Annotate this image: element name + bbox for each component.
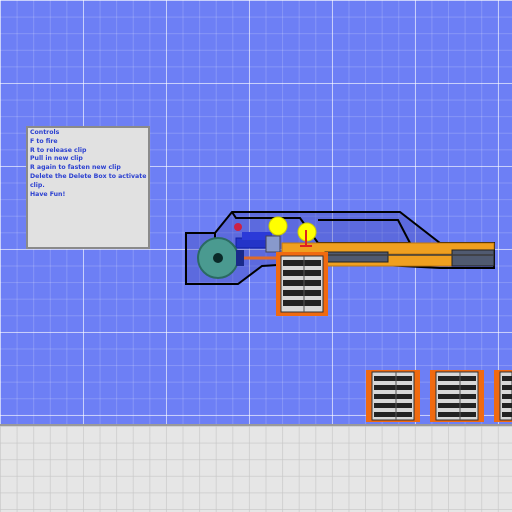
motor-wheel[interactable] — [197, 237, 244, 279]
controls-line: Pull in new clip — [30, 155, 83, 163]
ground-floor — [0, 424, 512, 512]
loaded-magazine[interactable] — [276, 252, 328, 316]
controls-line: Delete the Delete Box to activate — [30, 172, 147, 180]
controls-text-panel[interactable]: Controls F to fire R to release clip Pul… — [26, 126, 150, 249]
indicator-bulb[interactable] — [268, 216, 288, 236]
spare-magazine[interactable] — [494, 368, 512, 424]
pivot-joint[interactable] — [234, 223, 242, 231]
spare-magazine[interactable] — [366, 368, 422, 424]
spare-magazine[interactable] — [430, 368, 486, 424]
controls-line: F to fire — [30, 137, 58, 145]
controls-line: clip. — [30, 181, 45, 189]
controls-line: R to release clip — [30, 146, 87, 154]
controls-line: Controls — [30, 129, 60, 136]
controls-line: Have Fun! — [30, 190, 66, 198]
controls-line: R again to fasten new clip — [30, 164, 121, 172]
